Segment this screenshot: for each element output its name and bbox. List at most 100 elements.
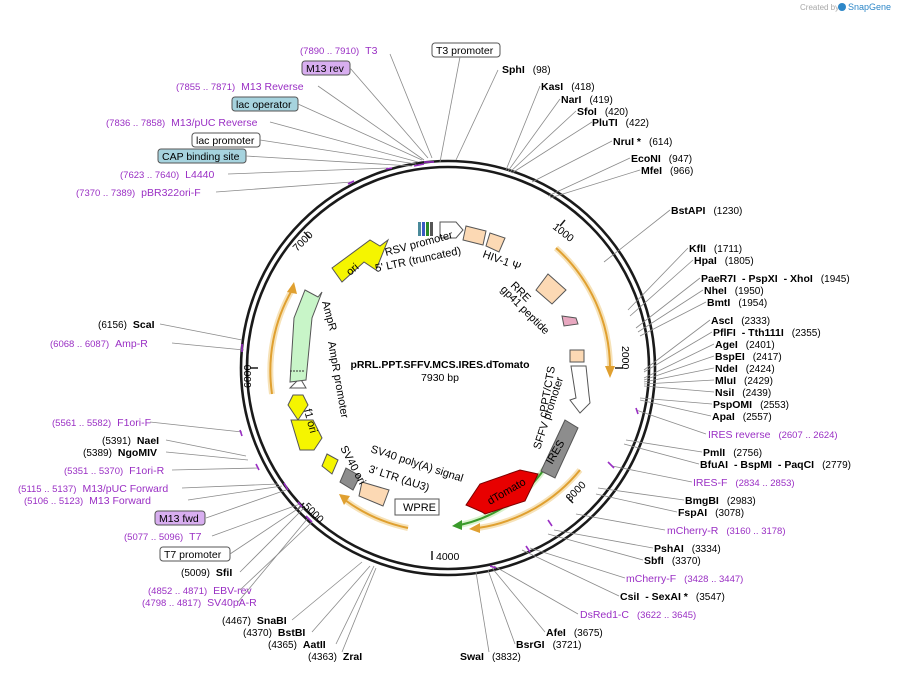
enzyme-bfuai-group: BfuAI- BspMI- PaqCI(2779): [700, 459, 851, 471]
cppt-shape: [569, 349, 585, 363]
enzyme-econi: EcoNI(947): [631, 153, 692, 165]
primer-labels-right: IRES reverse(2607 .. 2624) IRES-F(2834 .…: [580, 429, 838, 621]
enzyme-hpai: HpaI(1805): [694, 255, 754, 267]
label-m13-rev: M13 rev: [306, 63, 345, 75]
enzyme-pluti: PluTI(422): [592, 117, 649, 129]
enzyme-sfii: (5009)SfiI: [181, 567, 232, 579]
leader-line: [635, 409, 707, 435]
plasmid-name: pRRL.PPT.SFFV.MCS.IRES.dTomato: [350, 359, 529, 371]
enzyme-pspomi: PspOMI(2553): [713, 399, 789, 411]
label-m13-fwd: M13 fwd: [159, 513, 199, 525]
leader-line: [643, 379, 715, 385]
primer-labels-left: (7890 .. 7910)T3 (7855 .. 7871)M13 Rever…: [18, 45, 378, 609]
label-ampr: AmpR: [319, 300, 339, 333]
leader-line: [511, 121, 593, 174]
leader-line: [575, 513, 666, 531]
feature-bar: [430, 222, 433, 236]
leader-line: [529, 547, 626, 579]
label-wpre: WPRE: [403, 502, 436, 514]
enzyme-mlui: MluI(2429): [715, 375, 773, 387]
enzyme-aatii: (4365)AatII: [268, 639, 326, 651]
leader-line: [623, 443, 700, 465]
f1-ori-shape-top: [287, 394, 309, 421]
orf-arc: [477, 469, 581, 529]
feature-bar: [418, 222, 421, 236]
enzyme-apai: ApaI(2557): [712, 411, 772, 423]
tick-marks: [250, 219, 623, 560]
leader-line: [259, 139, 417, 165]
leader-line: [165, 439, 247, 457]
enzyme-labels-right: SphI(98) KasI(418) NarI(419) SfoI(420) P…: [460, 64, 851, 663]
sv40-pa-shape: [339, 467, 361, 491]
leader-line: [491, 567, 546, 633]
enzyme-bstapi: BstAPI(1230): [671, 205, 742, 217]
orf-arrowhead: [605, 366, 615, 378]
leader-line: [505, 85, 541, 171]
primer-marker: [347, 180, 355, 185]
primer-marker: [525, 545, 531, 553]
leader-line: [597, 487, 685, 501]
leader-line: [547, 157, 631, 197]
snapgene-logo-icon: [838, 3, 846, 11]
leader-line: [181, 483, 279, 489]
leader-line: [291, 561, 363, 621]
label-t7-promoter: T7 promoter: [164, 549, 222, 561]
leader-line: [171, 342, 245, 351]
box: [154, 510, 206, 526]
boxed-labels: T3 promoter M13 rev lac operator lac pro…: [154, 42, 501, 562]
primer-label-ires-f: IRES-F(2834 .. 2853): [693, 477, 795, 489]
enzyme-snabi: (4467)SnaBI: [222, 615, 287, 627]
tick-mark: [559, 219, 566, 227]
leader-line: [509, 110, 577, 173]
primer-label-amp-r: (6068 .. 6087)Amp-R: [50, 338, 148, 350]
leader-line: [643, 343, 715, 379]
enzyme-kfli: KflI(1711): [689, 243, 742, 255]
label-hiv-psi: HIV-1 Ψ: [481, 249, 522, 274]
enzyme-swai: SwaI(3832): [460, 651, 521, 663]
enzyme-csii-group: CsiI- SexAI *(3547): [620, 591, 725, 603]
leader-line: [237, 517, 309, 603]
leader-line: [635, 277, 701, 329]
leader-line: [341, 567, 377, 653]
enzyme-sbfi: SbfI(3370): [644, 555, 701, 567]
primer-label-m13puc-reverse: (7836 .. 7858)M13/pUC Reverse: [106, 117, 258, 129]
tick-label-6000: 6000: [242, 364, 254, 388]
rsv-promoter-arrow: [439, 221, 464, 239]
enzyme-agei: AgeI(2401): [715, 339, 775, 351]
enzyme-afei: AfeI(3675): [546, 627, 603, 639]
tick-label-4000: 4000: [436, 551, 460, 563]
snapgene-credit: Created by SnapGene: [800, 2, 891, 12]
plasmid-length: 7930 bp: [421, 372, 459, 384]
map-center: pRRL.PPT.SFFV.MCS.IRES.dTomato 7930 bp: [350, 359, 529, 384]
primer-label-m13-forward: (5106 .. 5123)M13 Forward: [24, 495, 151, 507]
primer-label-dsred1-c: DsRed1-C(3622 .. 3645): [580, 609, 696, 621]
leader-line: [455, 69, 499, 161]
leader-line: [507, 98, 561, 172]
feature-bar: [426, 222, 429, 236]
label-lac-operator: lac operator: [236, 99, 292, 111]
primer-label-sv40pa-r: (4798 .. 4817)SV40pA-R: [142, 597, 257, 609]
ltr-5-shape: [462, 225, 487, 246]
primer-label-pbr322ori-f: (7370 .. 7389)pBR322ori-F: [76, 187, 201, 199]
orf-arrowhead: [287, 282, 297, 294]
leader-line: [643, 331, 713, 373]
dtomato-arrow: [465, 469, 539, 515]
leader-line: [595, 493, 678, 513]
leader-line: [625, 439, 703, 453]
primer-label-t7: (5077 .. 5096)T7: [124, 531, 202, 543]
enzyme-labels-left: (6156)ScaI (5391)NaeI (5389)NgoMIV (5009…: [83, 319, 362, 663]
ires-shape: [540, 419, 579, 479]
orf-arrowhead: [339, 494, 350, 505]
enzyme-bstbi: (4370)BstBI: [243, 627, 305, 639]
leader-line: [603, 209, 671, 263]
enzyme-bspei: BspEI(2417): [715, 351, 782, 363]
leader-line: [159, 323, 243, 341]
enzyme-pflfi-group: PflFI- Tth111I(2355): [713, 327, 821, 339]
leader-line: [629, 259, 694, 317]
enzyme-scai: (6156)ScaI: [98, 319, 155, 331]
leader-line: [165, 451, 249, 461]
enzyme-naei: (5391)NaeI: [102, 435, 159, 447]
tick-mark: [303, 231, 311, 239]
orf-arrowhead: [469, 523, 480, 533]
leader-lines: [149, 53, 715, 653]
